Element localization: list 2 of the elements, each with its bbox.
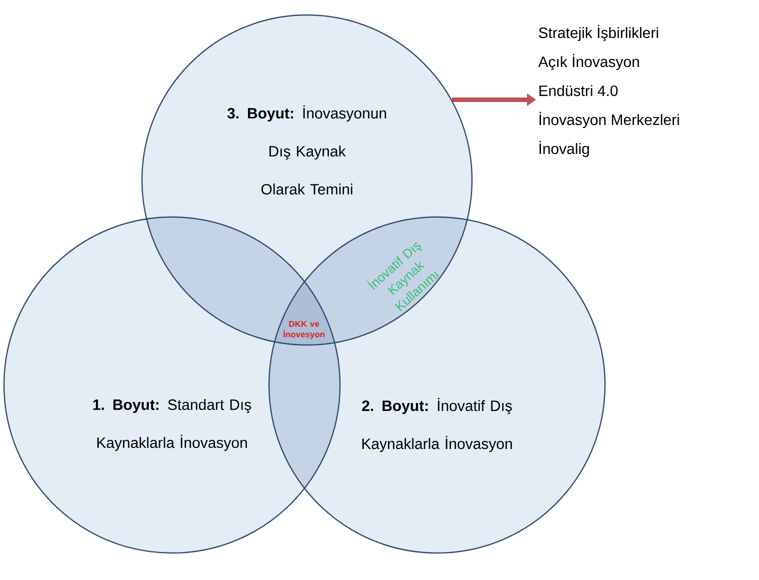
text-list: Stratejik İşbirlikleri Açık İnovasyon Endüstri 4.0 İnovasyon Merkezleri İnovalig xyxy=(538,24,679,158)
overlap-label: DKK ve İnovesyon xyxy=(284,320,324,340)
